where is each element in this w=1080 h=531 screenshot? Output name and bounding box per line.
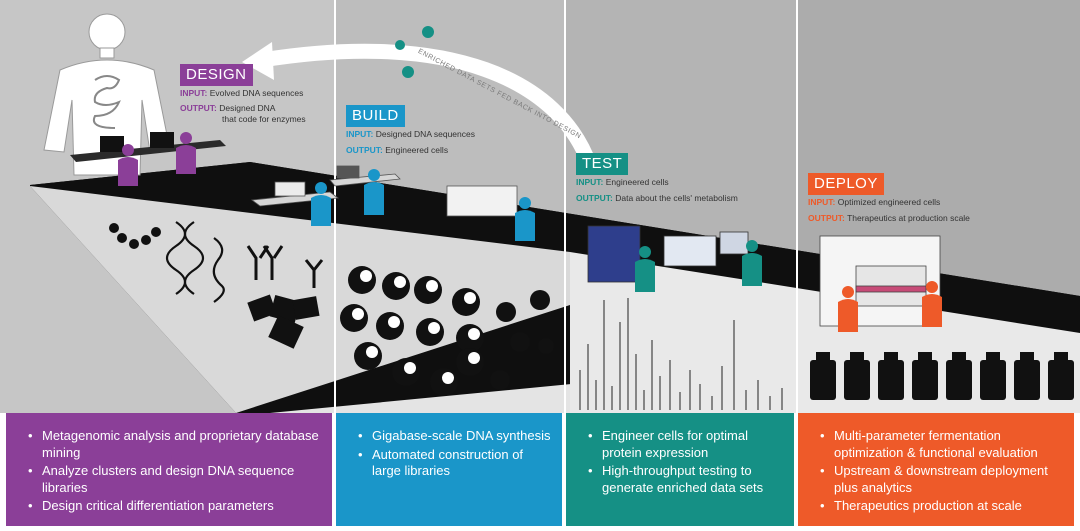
design-input-text: Evolved DNA sequences [209, 88, 304, 98]
design-stage-title: DESIGN [180, 64, 253, 86]
deploy-bullet: Multi-parameter fermentation optimizatio… [820, 428, 1066, 461]
build-scientist-3 [515, 197, 535, 241]
virus-particles-icon [395, 26, 434, 78]
protein-structure-icon [247, 294, 320, 349]
build-bullet: Automated construction of large librarie… [358, 447, 554, 480]
deploy-scientist-1 [838, 286, 858, 332]
design-output-text-2: that code for enzymes [222, 114, 306, 124]
design-scientist-1 [118, 144, 138, 186]
design-bullet: Metagenomic analysis and proprietary dat… [28, 428, 324, 461]
deploy-bullet: Upstream & downstream deployment plus an… [820, 463, 1066, 496]
spectrum-data-icon [579, 298, 783, 410]
test-input-text: Engineered cells [605, 177, 669, 187]
design-scientist-2 [176, 132, 196, 174]
design-summary-panel: Metagenomic analysis and proprietary dat… [6, 413, 332, 526]
test-io: INPUT: Engineered cells OUTPUT: Data abo… [576, 177, 786, 204]
build-input-label: INPUT: [346, 129, 374, 139]
dna-helix-icon [165, 221, 205, 295]
test-output-text: Data about the cells' metabolism [615, 193, 738, 203]
build-summary-panel: Gigabase-scale DNA synthesis Automated c… [336, 413, 562, 526]
design-bullet: Design critical differentiation paramete… [28, 498, 324, 515]
digestive-organs-icon [93, 75, 121, 129]
build-bullet: Gigabase-scale DNA synthesis [358, 428, 554, 445]
build-input-text: Designed DNA sequences [375, 129, 475, 139]
test-stage-title: TEST [576, 153, 629, 175]
test-output-label: OUTPUT: [576, 193, 613, 203]
test-input-label: INPUT: [576, 177, 604, 187]
deploy-output-text: Therapeutics at production scale [847, 213, 970, 223]
molecule-chain-icon [109, 223, 161, 249]
feedback-arrow-icon [242, 42, 598, 169]
deploy-input-label: INPUT: [808, 197, 836, 207]
deploy-io: INPUT: Optimized engineered cells OUTPUT… [808, 197, 1028, 224]
deploy-output-label: OUTPUT: [808, 213, 845, 223]
deploy-summary-panel: Multi-parameter fermentation optimizatio… [798, 413, 1074, 526]
build-output-label: OUTPUT: [346, 145, 383, 155]
deploy-stage-title: DEPLOY [808, 173, 884, 195]
design-output-text: Designed DNA [219, 103, 276, 113]
deploy-input-text: Optimized engineered cells [837, 197, 941, 207]
test-scientist-2 [742, 240, 762, 286]
build-output-text: Engineered cells [385, 145, 449, 155]
test-bullet: High-throughput testing to generate enri… [588, 463, 786, 496]
cell-nuclei [352, 270, 480, 384]
build-stage-title: BUILD [346, 105, 405, 127]
test-scientist-1 [635, 246, 655, 292]
build-bench [250, 165, 518, 217]
design-io: INPUT: Evolved DNA sequences OUTPUT: Des… [180, 88, 330, 125]
deploy-bullet: Therapeutics production at scale [820, 498, 1066, 515]
build-io: INPUT: Designed DNA sequences OUTPUT: En… [346, 129, 516, 156]
test-summary-panel: Engineer cells for optimal protein expre… [566, 413, 794, 526]
deploy-scientist-2 [922, 281, 942, 327]
design-bullet: Analyze clusters and design DNA sequence… [28, 463, 324, 496]
design-input-label: INPUT: [180, 88, 208, 98]
workflow-illustration [0, 0, 1080, 413]
test-bullet: Engineer cells for optimal protein expre… [588, 428, 786, 461]
test-instruments [587, 225, 749, 283]
single-strand-icon [212, 237, 225, 303]
design-output-label: OUTPUT: [180, 103, 217, 113]
antibody-icon [246, 245, 324, 288]
human-body-icon [43, 13, 171, 176]
build-scientist-1 [311, 182, 331, 226]
build-scientist-2 [364, 169, 384, 215]
product-vials-icon [810, 352, 1074, 400]
